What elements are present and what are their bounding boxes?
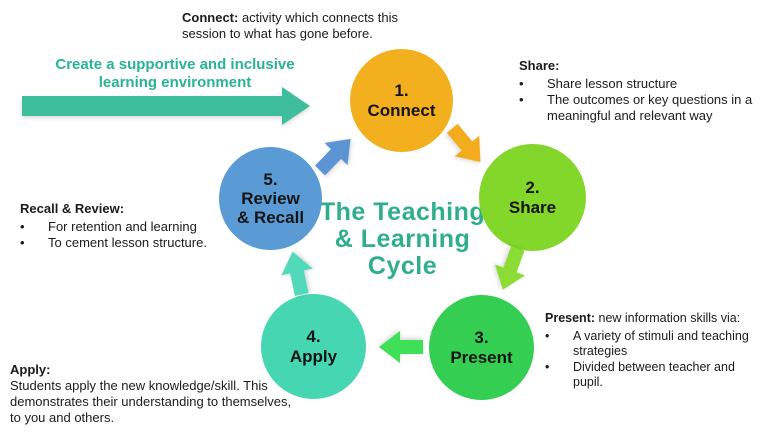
bullet-item: • To cement lesson structure.	[20, 235, 230, 251]
connect-note-heading: Connect:	[182, 10, 239, 25]
arrow-share-to-present	[494, 245, 526, 290]
arrow-review-to-connect	[314, 138, 351, 176]
cycle-step-3-present: 3. Present	[429, 295, 534, 400]
step-label: Review & Recall	[236, 188, 305, 228]
bullet-dot-icon: •	[545, 359, 550, 374]
arrow-apply-to-review	[281, 251, 313, 296]
arrow-connect-to-share	[446, 123, 481, 163]
cycle-step-1-connect: 1. Connect	[350, 49, 453, 152]
arrow-shape	[494, 245, 526, 290]
arrow-shape	[379, 331, 423, 363]
step-number: 2.	[525, 178, 540, 198]
bullet-dot-icon: •	[20, 219, 25, 235]
bullet-item: • Divided between teacher and pupil.	[545, 360, 767, 391]
cycle-title: The Teaching & Learning Cycle	[319, 198, 486, 280]
cycle-step-5-review-recall: 5. Review & Recall	[219, 147, 322, 250]
present-note-heading: Present:	[545, 311, 596, 325]
bullet-item: • The outcomes or key questions in a mea…	[519, 92, 765, 124]
bullet-dot-icon: •	[519, 76, 524, 92]
step-label: Present	[450, 347, 513, 367]
apply-note-body: Students apply the new knowledge/skill. …	[10, 378, 292, 426]
connect-note-body: activity which connects this session to …	[182, 10, 399, 42]
environment-arrow-shape	[22, 87, 310, 125]
step-number: 5.	[263, 169, 278, 189]
bullet-dot-icon: •	[519, 92, 524, 108]
bullet-item: • Share lesson structure	[519, 76, 765, 92]
share-note: Share: • Share lesson structure • The ou…	[519, 58, 765, 124]
bullet-text: For retention and learning	[48, 219, 197, 235]
arrow-shape	[446, 123, 481, 163]
connect-note: Connect: activity which connects this se…	[182, 10, 438, 42]
apply-note-heading: Apply:	[10, 362, 51, 377]
bullet-text: To cement lesson structure.	[48, 235, 207, 251]
environment-label: Create a supportive and inclusive learni…	[55, 56, 295, 91]
step-label: Connect	[367, 100, 436, 120]
bullet-dot-icon: •	[545, 328, 550, 343]
bullet-text: Divided between teacher and pupil.	[573, 359, 735, 390]
cycle-step-2-share: 2. Share	[479, 144, 586, 251]
present-note-intro: new information skills via:	[595, 311, 741, 325]
arrow-shape	[314, 138, 351, 176]
present-note: Present: new information skills via: • A…	[545, 311, 767, 391]
recall-review-note-heading: Recall & Review:	[20, 201, 125, 216]
environment-arrow	[22, 87, 310, 125]
recall-review-note: Recall & Review: • For retention and lea…	[20, 201, 230, 251]
apply-note: Apply: Students apply the new knowledge/…	[10, 362, 292, 426]
arrow-present-to-apply	[379, 331, 423, 363]
step-number: 4.	[306, 327, 321, 347]
step-number: 1.	[394, 81, 409, 101]
bullet-item: • For retention and learning	[20, 219, 230, 235]
bullet-text: A variety of stimuli and teaching strate…	[573, 328, 749, 359]
bullet-text: Share lesson structure	[547, 76, 678, 92]
bullet-item: • A variety of stimuli and teaching stra…	[545, 329, 767, 360]
step-label: Share	[508, 197, 557, 217]
cycle-step-4-apply: 4. Apply	[261, 294, 366, 399]
step-number: 3.	[474, 328, 489, 348]
step-label: Apply	[289, 346, 338, 366]
bullet-dot-icon: •	[20, 235, 25, 251]
share-note-heading: Share:	[519, 58, 560, 73]
arrow-shape	[281, 251, 313, 296]
bullet-text: The outcomes or key questions in a meani…	[547, 92, 753, 124]
